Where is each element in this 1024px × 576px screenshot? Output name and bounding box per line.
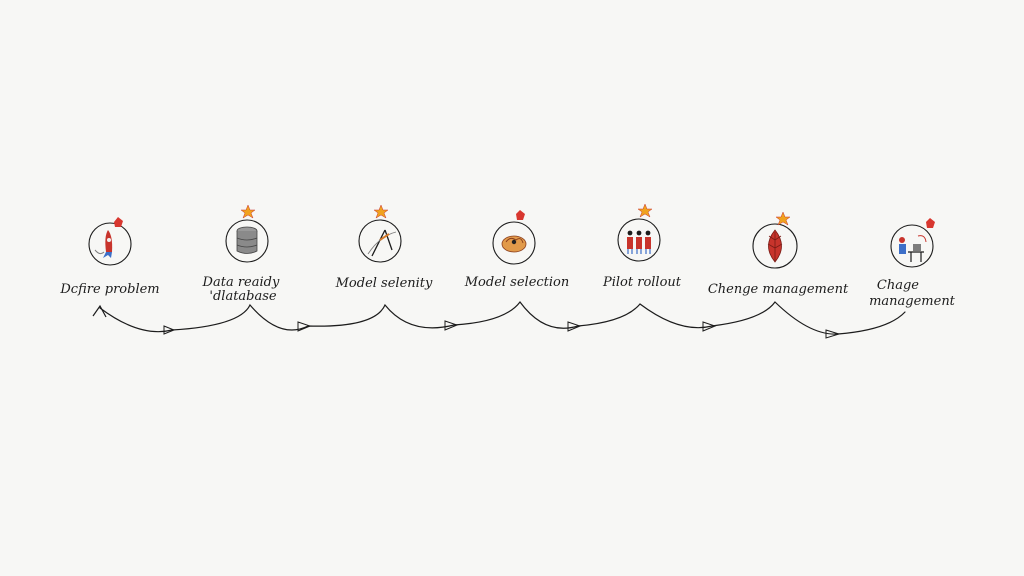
step-6-label: Chenge management — [708, 282, 849, 297]
arrowhead-3 — [444, 320, 459, 331]
step-node-circle — [358, 219, 402, 263]
flag-marker — [114, 217, 123, 227]
step-3: Model selenity — [335, 204, 433, 291]
step-node-circle — [225, 219, 269, 263]
flag-marker — [926, 218, 935, 228]
step-2: Data reaidy 'dlatabase — [202, 204, 284, 304]
step-node-circle — [88, 222, 132, 266]
connector-swoop — [99, 300, 906, 335]
connector-group — [92, 300, 906, 339]
flag-marker — [516, 210, 525, 220]
brain-icon — [501, 235, 527, 253]
step-6-label-line-1: Chenge management — [708, 282, 849, 297]
arrowhead-5 — [702, 321, 717, 332]
step-1: Dcfire problem — [59, 217, 160, 297]
step-7-label-line-1: Chage — [877, 278, 919, 293]
arrowhead-4 — [567, 321, 582, 332]
step-5-label-line-1: Pilot rollout — [602, 275, 682, 290]
step-3-label-line-1: Model selenity — [335, 276, 433, 291]
step-node-circle — [890, 224, 934, 268]
star-marker — [637, 203, 653, 218]
step-1-label-line-1: Dcfire problem — [59, 282, 159, 297]
step-7-label: Chage management — [869, 278, 956, 309]
people-icon — [627, 230, 651, 254]
arrowhead-6 — [825, 329, 841, 339]
drafting-compass-icon — [367, 229, 397, 257]
step-4-label: Model selection — [464, 275, 570, 290]
star-marker — [240, 204, 256, 219]
step-node-circle — [617, 218, 661, 262]
step-2-label-line-2: 'dlatabase — [209, 289, 277, 304]
step-4: Model selection — [464, 210, 570, 290]
step-node-circle — [492, 221, 536, 265]
step-1-label: Dcfire problem — [59, 282, 159, 297]
star-marker — [373, 204, 389, 219]
step-5: Pilot rollout — [602, 203, 682, 290]
rocket-icon — [94, 230, 113, 258]
step-6: Chenge management — [708, 211, 849, 297]
database-icon — [236, 226, 258, 254]
step-2-label-line-1: Data reaidy — [202, 275, 280, 290]
person-at-desk-icon — [899, 235, 927, 262]
step-5-label: Pilot rollout — [602, 275, 682, 290]
arrowhead-1 — [163, 325, 176, 335]
arrowhead-start — [92, 304, 107, 318]
step-4-label-line-1: Model selection — [464, 275, 570, 290]
step-node-circle — [752, 223, 798, 269]
step-2-label: Data reaidy 'dlatabase — [202, 275, 284, 304]
arrowhead-2 — [297, 321, 312, 332]
step-3-label: Model selenity — [335, 276, 433, 291]
step-7: Chage management — [869, 218, 956, 309]
star-marker — [775, 211, 791, 226]
leaf-icon — [767, 229, 783, 263]
step-7-label-line-2: management — [869, 294, 956, 309]
